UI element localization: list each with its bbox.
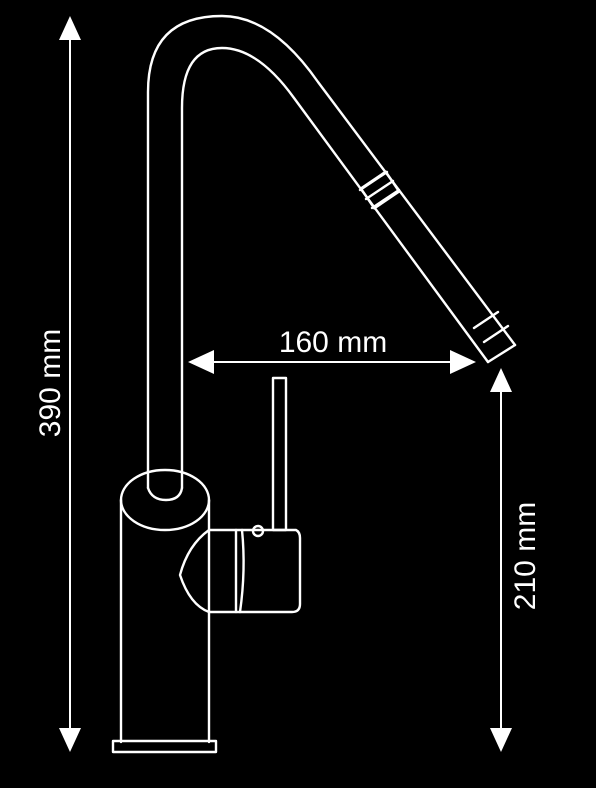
total-height-arrow-top (59, 16, 81, 40)
total-height-label: 390 mm (34, 329, 67, 437)
spout-inner-outline (180, 46, 490, 490)
spout-outer-outline (146, 14, 517, 490)
spout-height-label: 210 mm (509, 502, 542, 610)
spout-reach-arrow-left (188, 350, 214, 374)
dimension-spout-height: 210 mm (490, 368, 542, 752)
spout-collar (358, 170, 401, 210)
handle-lever-step (238, 528, 245, 614)
handle-stick (271, 376, 288, 532)
spout-height-arrow-top (490, 368, 512, 392)
handle-pivot (251, 524, 265, 538)
spout-collar-box (359, 170, 401, 210)
spout-reach-label: 160 mm (279, 326, 387, 359)
spout-base-curl (146, 486, 184, 502)
base-plate (111, 739, 218, 754)
total-height-arrow-bottom (59, 728, 81, 752)
spout-reach-arrow-right (450, 350, 476, 374)
faucet-drawing (111, 14, 517, 754)
spout-tip (486, 343, 517, 364)
handle-lever (234, 528, 302, 614)
handle-hub (178, 528, 238, 614)
dimension-total-height: 390 mm (34, 16, 81, 752)
spout-nozzle-band (472, 310, 510, 344)
dimension-spout-reach: 160 mm (188, 326, 476, 374)
body-column (119, 498, 211, 744)
spout-height-arrow-bottom (490, 728, 512, 752)
